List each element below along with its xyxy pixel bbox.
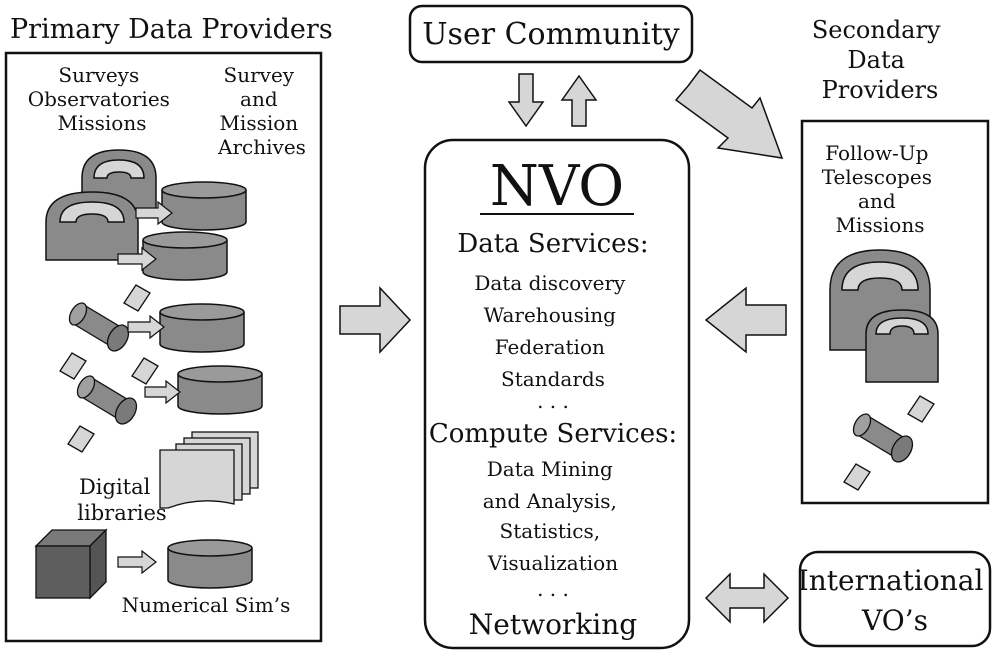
nvo-box (423, 138, 691, 650)
archive-cylinder-icon (142, 231, 228, 281)
ellipsis: . . . (537, 577, 569, 601)
archive-cylinder-icon (177, 365, 263, 415)
arrow-down-icon (507, 73, 545, 128)
digital-libraries-label: Digital libraries (77, 475, 166, 525)
numerical-sims-label: Numerical Sim’s (122, 593, 291, 617)
archive-cylinder-icon (159, 303, 245, 353)
primary-box (4, 51, 323, 643)
international-label: International VO’s (798, 564, 993, 637)
data-services-heading: Data Services: (457, 229, 648, 259)
archive-cylinder-icon (167, 539, 253, 589)
followup-label: Follow-Up Telescopes and Missions (822, 141, 939, 237)
ellipsis: . . . (537, 389, 569, 413)
telescope-dome-icon (865, 309, 939, 383)
data-services-list: Data discovery Warehousing Federation St… (474, 271, 631, 391)
arrow-up-icon (560, 74, 598, 127)
compute-services-list: Data Mining and Analysis, Statistics, Vi… (483, 457, 624, 575)
networking-label: Networking (469, 608, 637, 641)
nvo-title: NVO (490, 154, 624, 219)
compute-services-heading: Compute Services: (429, 419, 677, 449)
small-arrow-icon (117, 246, 157, 272)
primary-heading: Primary Data Providers (10, 14, 333, 45)
simulation-cube-icon (34, 528, 108, 600)
satellite-icon (843, 395, 935, 491)
small-arrow-icon (117, 549, 157, 575)
document-pages-icon (159, 431, 259, 509)
small-arrow-icon (127, 314, 165, 340)
secondary-heading: Secondary Data Providers (812, 16, 948, 104)
satellite-icon (67, 357, 159, 453)
archive-cylinder-icon (161, 181, 247, 231)
archives-label: Survey and Mission Archives (217, 63, 306, 159)
arrow-diagonal-icon (674, 68, 784, 159)
observatory-dome-icon (45, 191, 139, 261)
arrow-bidirectional-icon (704, 572, 790, 624)
arrow-left-icon (704, 286, 787, 354)
user-community-box (408, 4, 694, 64)
arrow-right-icon (339, 286, 412, 354)
secondary-box (800, 119, 990, 505)
sources-label: Surveys Observatories Missions (28, 63, 177, 135)
user-community-label: User Community (422, 17, 680, 52)
small-arrow-icon (144, 379, 181, 405)
international-box (798, 550, 992, 648)
small-arrow-icon (135, 200, 173, 226)
